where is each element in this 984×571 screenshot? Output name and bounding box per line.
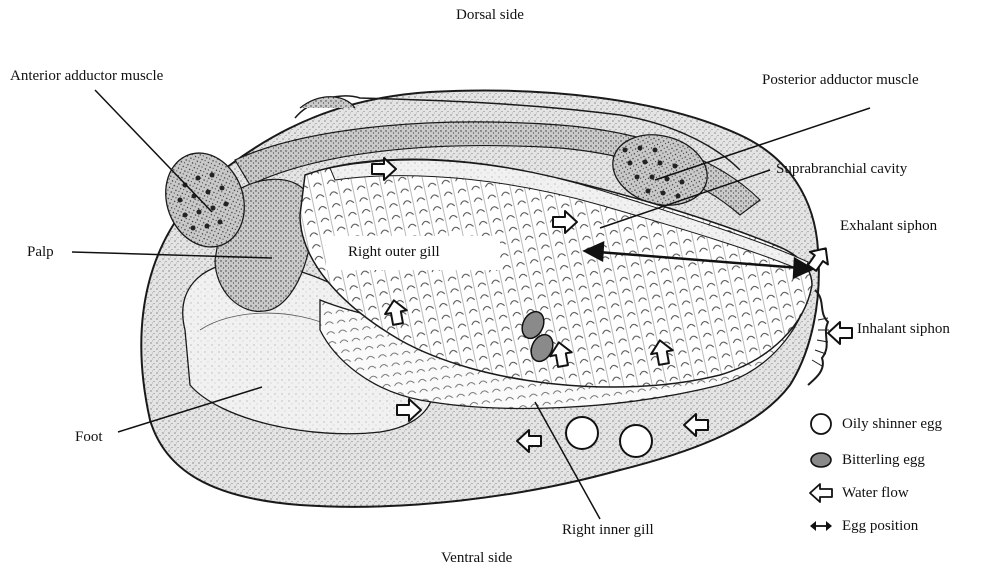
dorsal-side-label: Dorsal side (456, 6, 524, 24)
bitterling-egg-icon (808, 449, 834, 471)
anterior-adductor-label: Anterior adductor muscle (10, 67, 163, 85)
suprabranchial-label: Suprabranchial cavity (776, 160, 907, 178)
ventral-side-label: Ventral side (441, 549, 512, 567)
water-flow-arrow-icon (808, 482, 834, 504)
inhalant-siphon-label: Inhalant siphon (857, 320, 950, 338)
legend-water-flow: Water flow (808, 482, 909, 504)
posterior-adductor-label: Posterior adductor muscle (762, 71, 919, 89)
legend-bitterling: Bitterling egg (808, 449, 925, 471)
legend-oily-shinner: Oily shinner egg (808, 413, 942, 435)
oily-shinner-egg-icon (808, 413, 834, 435)
outer-gill-label: Right outer gill (348, 243, 440, 261)
palp-label: Palp (27, 243, 54, 261)
legend-water-flow-text: Water flow (842, 485, 909, 502)
oily-shinner-egg-2 (620, 425, 652, 457)
oily-shinner-egg-1 (566, 417, 598, 449)
legend-egg-position-text: Egg position (842, 518, 918, 535)
legend-oily-shinner-text: Oily shinner egg (842, 416, 942, 433)
inner-gill-label: Right inner gill (562, 521, 654, 539)
legend-egg-position: Egg position (808, 515, 918, 537)
legend-bitterling-text: Bitterling egg (842, 452, 925, 469)
double-arrow-icon (808, 515, 834, 537)
exhalant-siphon-label: Exhalant siphon (840, 217, 937, 235)
foot-label: Foot (75, 428, 103, 446)
